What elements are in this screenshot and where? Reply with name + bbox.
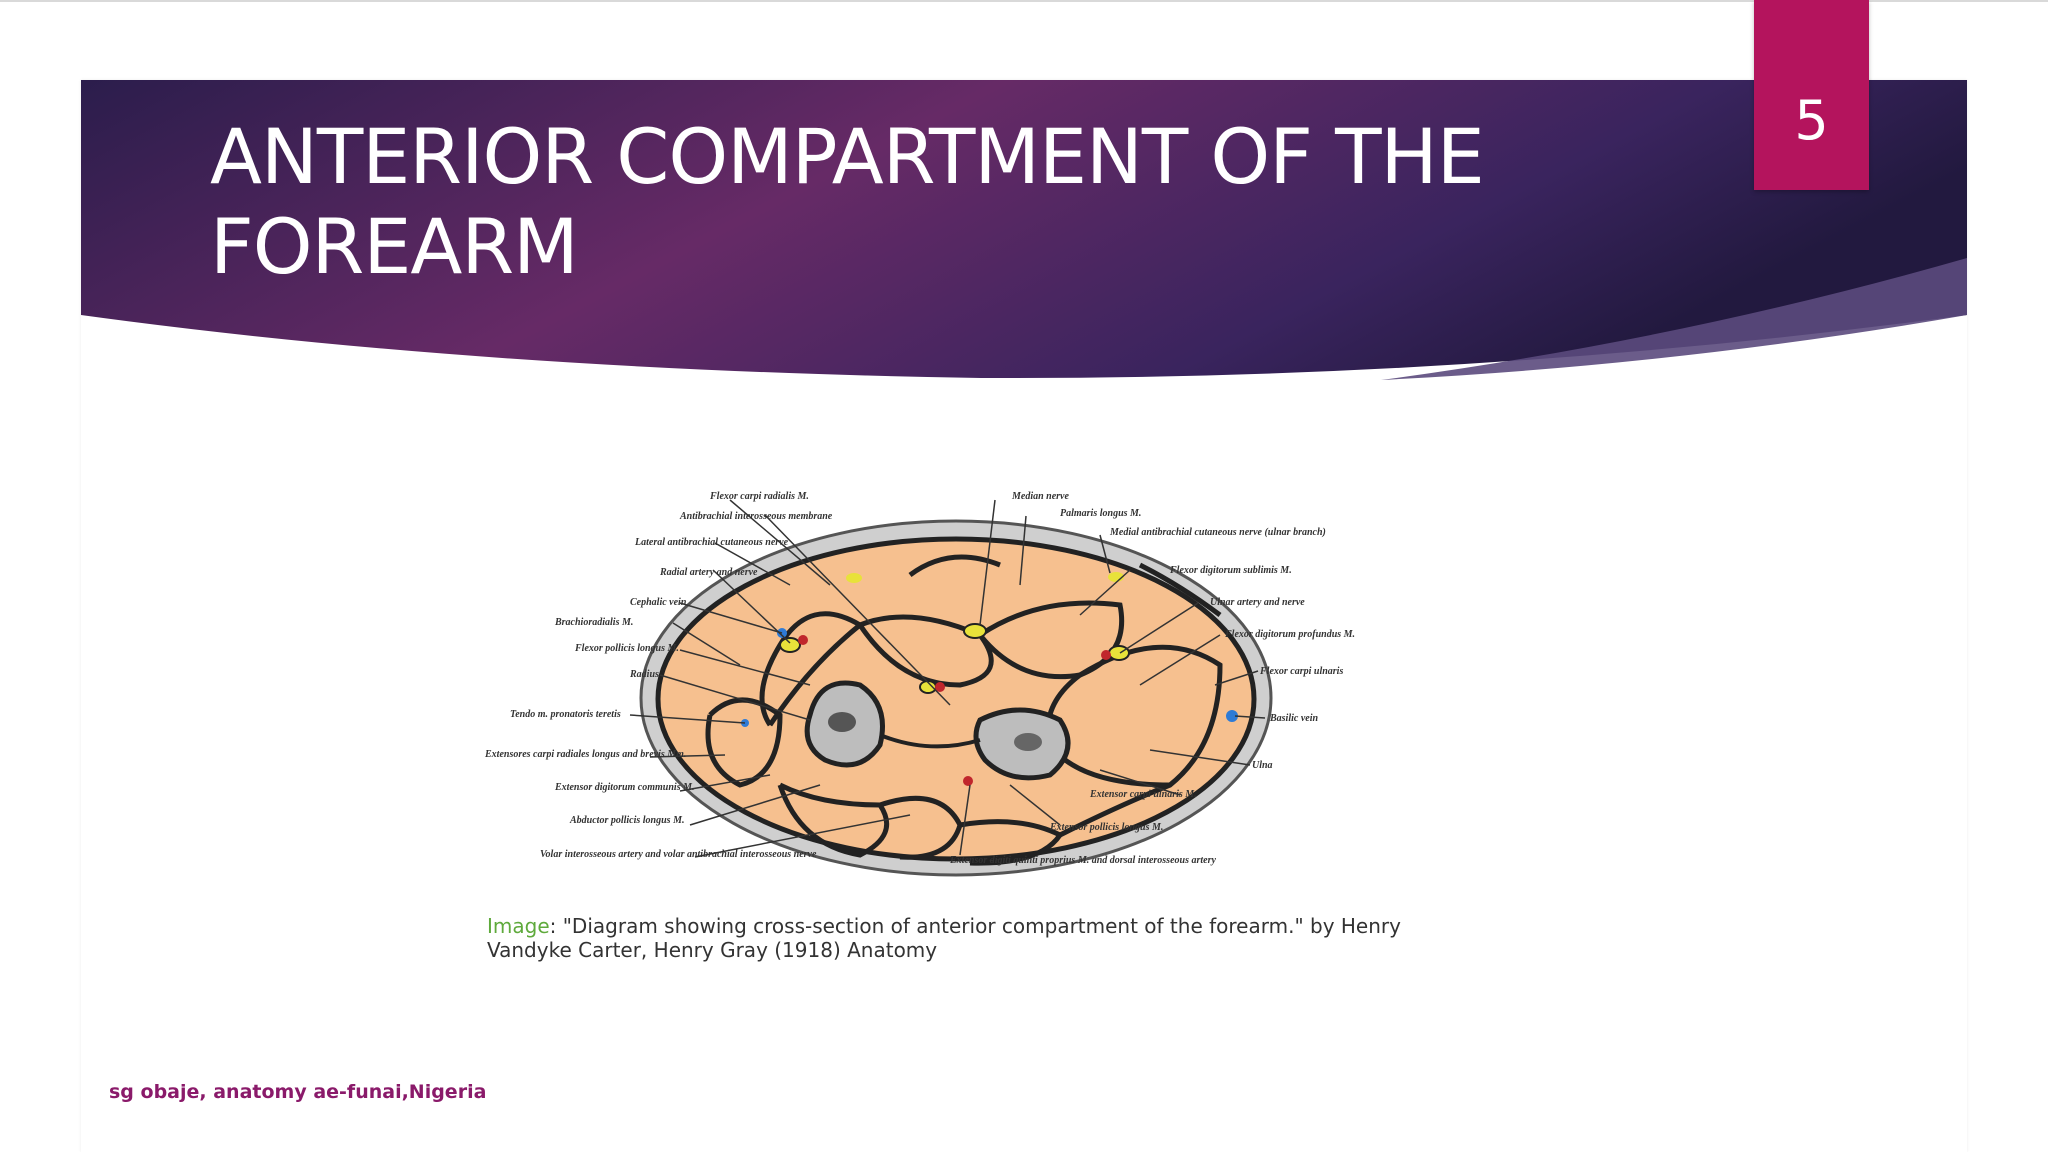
label-basilic-vein: Basilic vein bbox=[1269, 713, 1318, 724]
label-pronator-teres: Tendo m. pronatoris teretis bbox=[510, 709, 621, 720]
label-extensor-digitorum: Extensor digitorum communis M. bbox=[554, 782, 694, 793]
page-number-tab: 5 bbox=[1754, 0, 1869, 190]
label-extensor-digiti: Extensor digiti quinti proprius M. and d… bbox=[949, 855, 1216, 866]
label-extensor-carpi-ulnaris: Extensor carpi ulnaris M. bbox=[1089, 789, 1197, 800]
title-banner bbox=[81, 80, 1967, 380]
ulna-marrow bbox=[1014, 733, 1042, 751]
slide-title-line1: ANTERIOR COMPARTMENT OF THE bbox=[210, 112, 1485, 201]
label-brachioradialis: Brachioradialis M. bbox=[554, 617, 633, 628]
label-ulnar-artery: Ulnar artery and nerve bbox=[1210, 597, 1305, 608]
forearm-diagram-figure: Flexor carpi radialis M. Antibrachial in… bbox=[480, 485, 1460, 975]
label-radial-artery: Radial artery and nerve bbox=[659, 567, 758, 578]
label-ulna: Ulna bbox=[1252, 760, 1273, 771]
radius-marrow bbox=[828, 712, 856, 732]
label-median-nerve: Median nerve bbox=[1011, 491, 1070, 502]
label-medial-cutaneous: Medial antibrachial cutaneous nerve (uln… bbox=[1109, 527, 1326, 538]
label-abductor-pollicis: Abductor pollicis longus M. bbox=[569, 815, 684, 826]
slide-footer: sg obaje, anatomy ae-funai,Nigeria bbox=[109, 1081, 487, 1103]
forearm-cross-section-diagram: Flexor carpi radialis M. Antibrachial in… bbox=[484, 491, 1355, 877]
label-flexor-profundus: Flexor digitorum profundus M. bbox=[1224, 629, 1355, 640]
top-edge-line bbox=[0, 0, 2048, 2]
label-flexor-carpi-radialis: Flexor carpi radialis M. bbox=[709, 491, 809, 502]
label-extensor-carpi-radialis: Extensores carpi radiales longus and bre… bbox=[484, 749, 686, 760]
interosseous-membrane bbox=[879, 733, 981, 749]
label-antibrachial-membrane: Antibrachial interosseous membrane bbox=[679, 511, 833, 522]
label-cephalic-vein: Cephalic vein bbox=[630, 597, 687, 608]
caption-tag: Image bbox=[487, 914, 550, 938]
page-number: 5 bbox=[1794, 89, 1829, 152]
figure-caption: Image: "Diagram showing cross-section of… bbox=[487, 914, 1467, 962]
label-extensor-pollicis: Extensor pollicis longus M. bbox=[1049, 822, 1163, 833]
slide-title: ANTERIOR COMPARTMENT OF THE FOREARM bbox=[210, 112, 1510, 292]
muscle-bellies bbox=[705, 554, 1223, 866]
label-flexor-superficialis: Flexor digitorum sublimis M. bbox=[1169, 565, 1292, 576]
leader-lines bbox=[629, 499, 1266, 858]
label-palmaris-longus: Palmaris longus M. bbox=[1060, 508, 1141, 519]
caption-text: : "Diagram showing cross-section of ante… bbox=[487, 914, 1401, 962]
label-lateral-cutaneous: Lateral antibrachial cutaneous nerve bbox=[634, 537, 789, 548]
label-volar-artery: Volar interosseous artery and volar anti… bbox=[540, 849, 817, 860]
label-flexor-carpi-ulnaris: Flexor carpi ulnaris bbox=[1259, 666, 1343, 677]
label-flexor-pollicis: Flexor pollicis longus M. bbox=[574, 643, 679, 654]
label-radius: Radius bbox=[629, 669, 659, 680]
slide-title-line2: FOREARM bbox=[210, 202, 579, 291]
